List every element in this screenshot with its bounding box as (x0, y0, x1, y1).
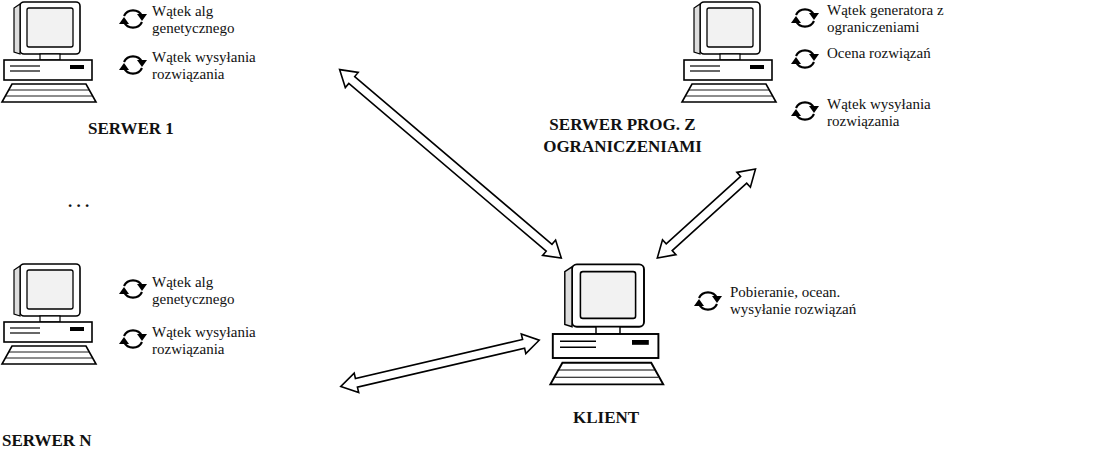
thread-label: Pobieranie, ocean. wysyłanie rozwiązań (730, 284, 875, 318)
double-arrow (341, 334, 539, 393)
client-node: KLIENT Pobieranie, ocean. wysyłanie rozwi… (545, 262, 877, 432)
ellipsis-label: . . . (68, 192, 89, 212)
computer-icon (682, 2, 776, 102)
computer-icon (2, 264, 96, 364)
thread-icon (119, 280, 147, 297)
computer-name: SERWER N (2, 430, 92, 452)
thread-icon (791, 9, 819, 26)
server-node: SERWER 1 Wątek alg genetycznegoWątek wysy… (0, 0, 335, 142)
thread-label: Wątek generatora z ograniczeniami (827, 2, 957, 36)
thread-label: Wątek alg genetycznego (152, 3, 267, 37)
thread-label: Wątek wysyłania rozwiązania (152, 49, 267, 83)
thread-icon (694, 292, 722, 309)
thread-label: Wątek wysyłania rozwiązania (152, 324, 267, 358)
thread-label: Ocena rozwiązań (827, 45, 957, 62)
thread-label: Wątek alg genetycznego (152, 274, 267, 308)
thread-icon (791, 102, 819, 119)
computer-name: SERWER 1 (88, 118, 174, 140)
computer-name: KLIENT (573, 407, 639, 429)
thread-icon (119, 330, 147, 347)
computer-name: SERWER PROG. Z OGRANICZENIAMI (515, 114, 730, 158)
thread-label: Wątek wysyłania rozwiązania (827, 96, 957, 130)
server-node: SERWER PROG. Z OGRANICZENIAMI Wątek gener… (515, 0, 959, 165)
double-arrow (340, 70, 562, 259)
double-arrow (657, 169, 755, 258)
thread-icon (119, 10, 147, 27)
thread-icon (119, 56, 147, 73)
thread-icon (791, 50, 819, 67)
server-node: SERWER N Wątek alg genetycznegoWątek wysy… (0, 262, 335, 455)
computer-icon (2, 2, 96, 102)
computer-icon (550, 264, 663, 384)
